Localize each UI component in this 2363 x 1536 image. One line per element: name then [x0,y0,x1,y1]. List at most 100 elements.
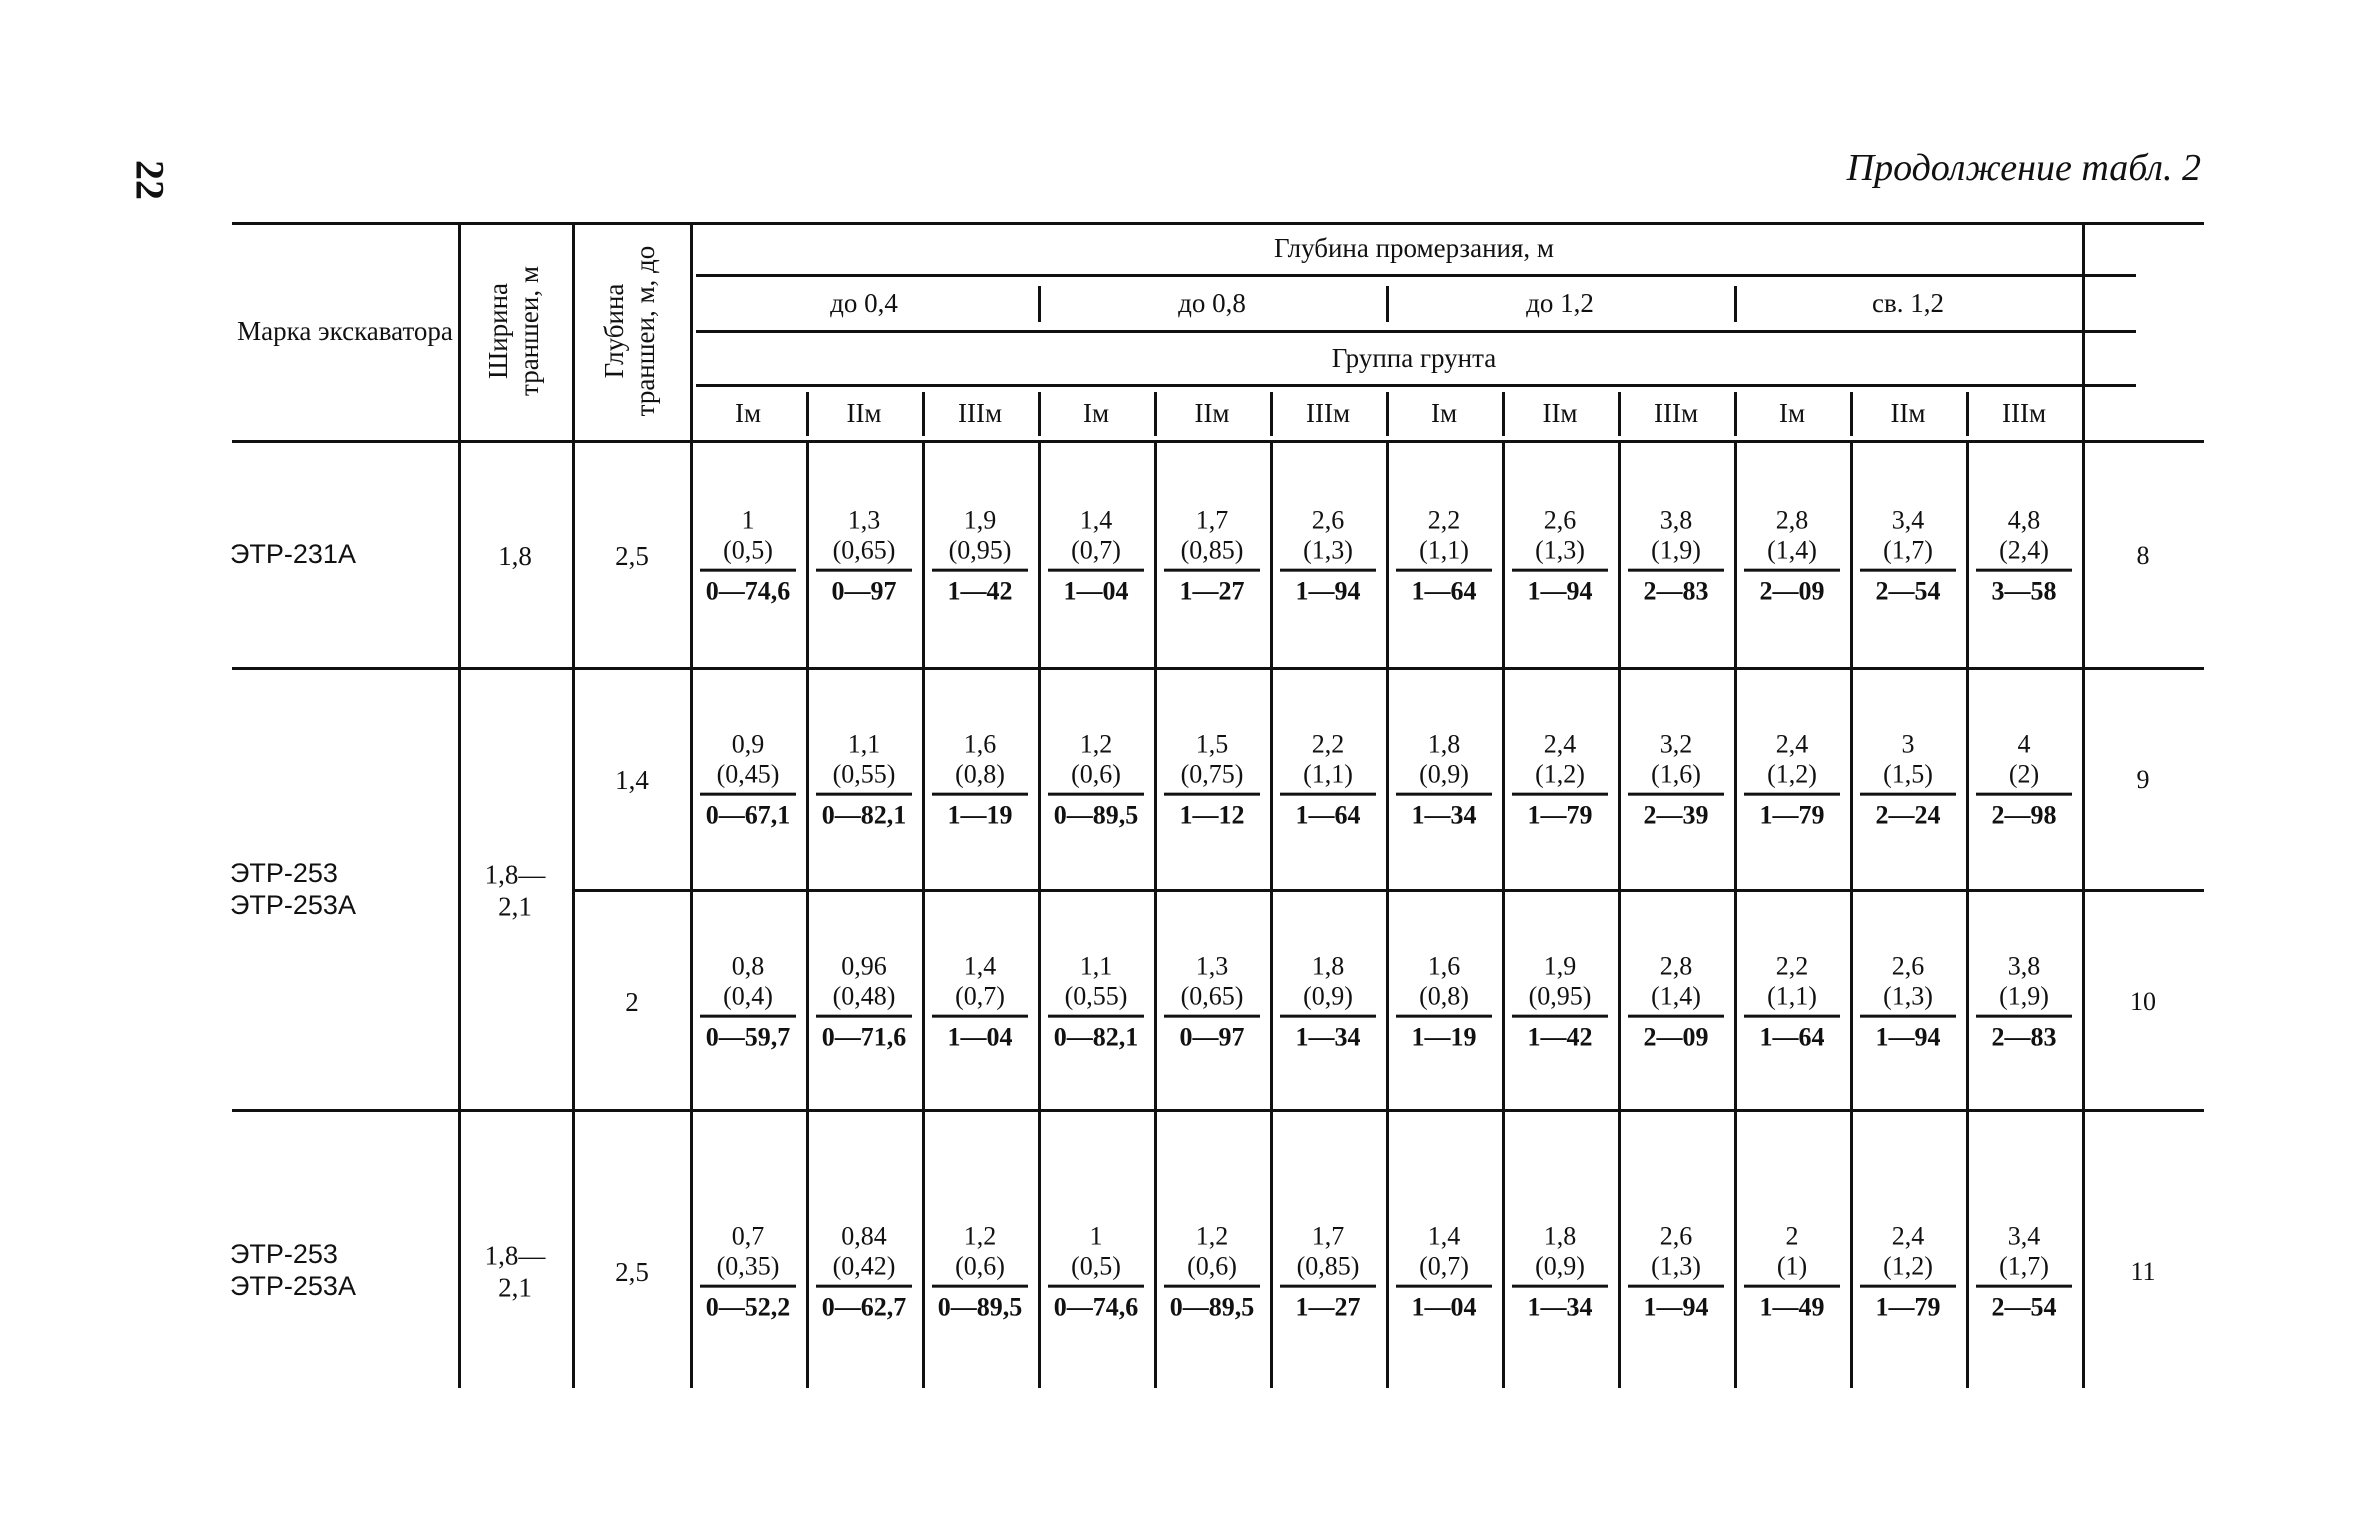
cell-rate-reduced: (1,4) [1651,981,1701,1011]
cell-rate: 1,2 [963,1221,997,1251]
header-soil-class: Iм [1430,398,1458,429]
table-cell-value: 1,3(0,65)0—97 [816,506,912,607]
cell-price: 0—62,7 [821,1292,907,1322]
cell-rate: 0,7 [731,1221,765,1251]
table-cell-value: 1,4(0,7)1—04 [1396,1222,1492,1323]
data-column-rule [1734,440,1737,1388]
cell-price: 1—12 [1179,800,1245,830]
cell-rate-reduced: (0,42) [832,1251,896,1281]
cell-rate: 3,8 [2007,951,2041,981]
fraction-bar [1048,792,1144,796]
header-rule [696,274,2136,277]
table-top-rule [232,222,2204,225]
table-cell-value: 1,7(0,85)1—27 [1280,1222,1376,1323]
cell-rate-reduced: (0,8) [1419,981,1469,1011]
table-cell-value: 2,6(1,3)1—94 [1628,1222,1724,1323]
cell-price: 2—54 [1991,1292,2057,1322]
cell-price: 1—27 [1179,576,1245,606]
row-depth: 1,4 [615,764,649,795]
cell-rate-reduced: (0,65) [832,535,896,565]
header-depth-group: св. 1,2 [1872,287,1944,318]
cell-rate-reduced: (1) [1776,1251,1808,1281]
fraction-bar [1396,1284,1492,1288]
data-column-rule [1850,440,1853,1388]
cell-rate-reduced: (0,55) [1064,981,1128,1011]
header-rule [696,384,2136,387]
cell-rate-reduced: (1,1) [1303,759,1353,789]
table-cell-value: 3,8(1,9)2—83 [1628,506,1724,607]
table-cell-value: 1,3(0,65)0—97 [1164,952,1260,1053]
fraction-bar [1396,1014,1492,1018]
header-soil-class: IIм [1542,398,1578,429]
cell-rate-reduced: (1,9) [1651,535,1701,565]
cell-price: 1—79 [1875,1292,1941,1322]
cell-rate: 4 [2017,729,2031,759]
depth-group-divider [1734,286,1737,322]
fraction-bar [700,1284,796,1288]
row-number: 9 [2136,765,2150,794]
cell-rate-reduced: (0,75) [1180,759,1244,789]
cell-rate: 1,8 [1427,729,1461,759]
fraction-bar [1396,792,1492,796]
row-brand: ЭТР-231А [230,539,356,569]
fraction-bar [1976,1284,2072,1288]
row-depth: 2 [625,986,639,1017]
header-soil-class: IIIм [1653,398,1699,429]
cell-rate: 1,8 [1543,1221,1577,1251]
soil-class-divider [1966,392,1969,436]
cell-rate-reduced: (0,9) [1303,981,1353,1011]
fraction-bar [1628,1284,1724,1288]
row-depth: 2,5 [615,540,649,571]
soil-class-divider [1038,392,1041,436]
page-number: 22 [127,160,173,200]
column-rule [2082,222,2085,1388]
fraction-bar [1280,1014,1376,1018]
fraction-bar [1744,1014,1840,1018]
cell-rate-reduced: (1,3) [1535,535,1585,565]
cell-rate-reduced: (0,95) [1528,981,1592,1011]
fraction-bar [1744,792,1840,796]
cell-rate: 2,8 [1775,505,1809,535]
fraction-bar [700,1014,796,1018]
header-soil-class: IIIм [1305,398,1351,429]
fraction-bar [1164,1284,1260,1288]
table-cell-value: 2(1)1—49 [1744,1222,1840,1323]
fraction-bar [1512,568,1608,572]
cell-price: 0—52,2 [705,1292,791,1322]
cell-price: 1—64 [1411,576,1477,606]
cell-rate: 2,8 [1659,951,1693,981]
header-soil-class: Iм [1778,398,1806,429]
data-column-rule [1386,440,1389,1388]
cell-rate-reduced: (1,5) [1883,759,1933,789]
header-soil-class: Iм [734,398,762,429]
cell-rate-reduced: (0,5) [723,535,773,565]
cell-rate-reduced: (0,4) [723,981,773,1011]
row-depth: 2,5 [615,1256,649,1287]
cell-rate: 1,5 [1195,729,1229,759]
data-column-rule [1038,440,1041,1388]
cell-rate-reduced: (0,45) [716,759,780,789]
table-cell-value: 1,6(0,8)1—19 [1396,952,1492,1053]
fraction-bar [700,792,796,796]
row-width: 1,8 [498,540,532,571]
fraction-bar [1164,792,1260,796]
cell-rate: 2,4 [1775,729,1809,759]
soil-class-divider [1154,392,1157,436]
header-bottom-rule [232,440,2204,443]
cell-rate: 1,4 [1079,505,1113,535]
cell-price: 2—39 [1643,800,1709,830]
fraction-bar [1512,1284,1608,1288]
cell-rate: 0,84 [841,1221,887,1251]
cell-rate: 2,6 [1543,505,1577,535]
table-cell-value: 3,2(1,6)2—39 [1628,730,1724,831]
cell-rate-reduced: (1,9) [1999,981,2049,1011]
data-column-rule [1966,440,1969,1388]
cell-price: 1—94 [1875,1022,1941,1052]
cell-price: 0—89,5 [937,1292,1023,1322]
cell-rate: 1,4 [1427,1221,1461,1251]
cell-rate: 2,6 [1311,505,1345,535]
cell-price: 1—94 [1527,576,1593,606]
cell-rate: 1,4 [963,951,997,981]
cell-rate: 1,9 [1543,951,1577,981]
